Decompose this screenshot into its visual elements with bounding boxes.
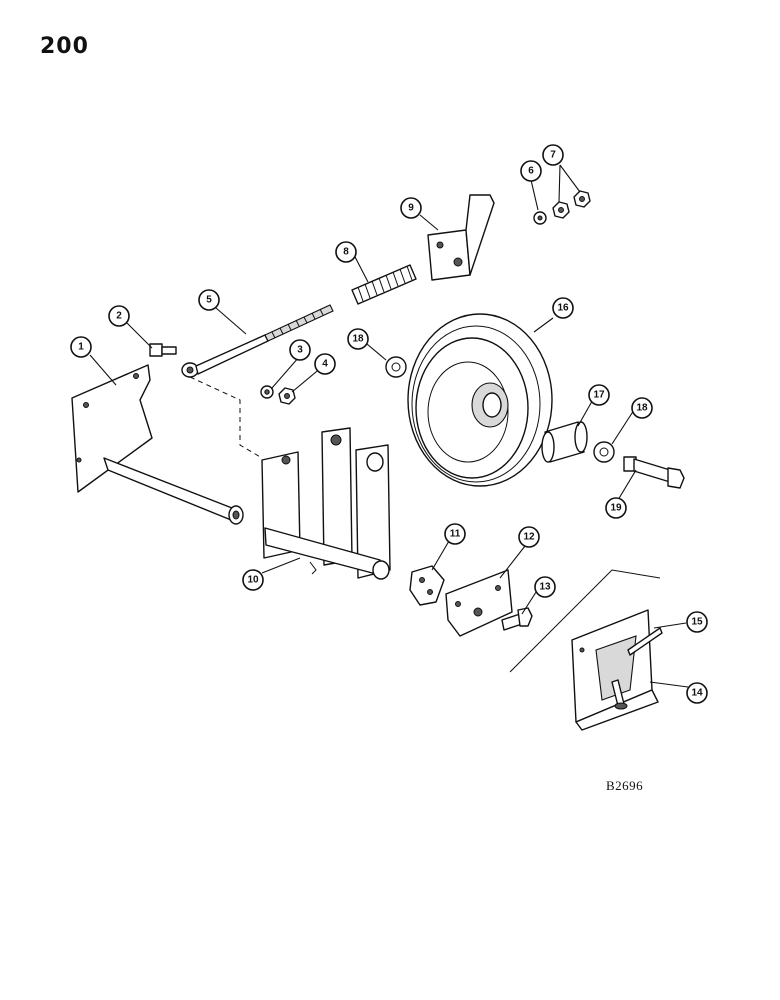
callout-18-lower: 18 <box>631 397 653 419</box>
callout-16: 16 <box>552 297 574 319</box>
svg-text:8: 8 <box>343 247 349 258</box>
callout-3: 3 <box>289 339 311 361</box>
svg-text:15: 15 <box>691 617 703 628</box>
callout-2: 2 <box>108 305 130 327</box>
part-17-bushing <box>541 421 588 463</box>
part-18-washer-lower <box>593 441 615 463</box>
callout-17: 17 <box>588 384 610 406</box>
svg-text:13: 13 <box>539 582 551 593</box>
callout-19: 19 <box>605 497 627 519</box>
svg-text:16: 16 <box>557 303 569 314</box>
part-6-washer <box>533 211 547 225</box>
part-19-axle-bolt <box>623 456 685 489</box>
part-11-small-plate <box>409 565 445 606</box>
svg-text:9: 9 <box>408 203 414 214</box>
svg-text:3: 3 <box>297 345 303 356</box>
part-7-nuts <box>552 190 591 219</box>
svg-text:2: 2 <box>116 311 122 322</box>
part-14-bolt <box>611 679 628 710</box>
part-5-threaded-rod <box>181 304 334 459</box>
svg-text:5: 5 <box>206 295 212 306</box>
part-4-nut <box>278 387 296 405</box>
leader-lines <box>89 164 689 688</box>
part-18-washer-upper <box>385 356 407 378</box>
svg-text:10: 10 <box>247 575 259 586</box>
callout-13: 13 <box>534 576 556 598</box>
page-number: 200 <box>40 34 89 59</box>
part-9-bracket <box>427 194 495 281</box>
callout-11: 11 <box>444 523 466 545</box>
callout-18-upper: 18 <box>347 328 369 350</box>
part-15-mounting-panel <box>571 609 663 731</box>
figure-code: B2696 <box>606 778 644 793</box>
part-2-shoulder-bolt <box>149 343 177 357</box>
callout-5: 5 <box>198 289 220 311</box>
svg-text:4: 4 <box>322 359 328 370</box>
callout-6: 6 <box>520 160 542 182</box>
part-3-washer <box>260 385 274 399</box>
svg-text:14: 14 <box>691 688 703 699</box>
part-1-mounting-plate <box>71 364 244 525</box>
svg-text:17: 17 <box>593 390 605 401</box>
part-16-pulley <box>407 313 553 487</box>
frame-edge-line <box>509 569 661 673</box>
callout-1: 1 <box>70 336 92 358</box>
svg-text:12: 12 <box>523 532 535 543</box>
svg-text:11: 11 <box>450 529 461 540</box>
svg-text:19: 19 <box>610 503 622 514</box>
callout-12: 12 <box>518 526 540 548</box>
svg-text:1: 1 <box>78 342 84 353</box>
callout-14: 14 <box>686 682 708 704</box>
svg-text:7: 7 <box>550 150 556 161</box>
callout-10: 10 <box>242 569 264 591</box>
part-10-idler-arm <box>261 427 391 580</box>
callout-4: 4 <box>314 353 336 375</box>
callout-15: 15 <box>686 611 708 633</box>
part-8-spring <box>351 264 417 305</box>
svg-text:18: 18 <box>636 403 648 414</box>
callout-7: 7 <box>542 144 564 166</box>
part-13-cap-screw <box>501 607 533 631</box>
callout-8: 8 <box>335 241 357 263</box>
svg-text:6: 6 <box>528 166 534 177</box>
svg-text:18: 18 <box>352 334 364 345</box>
callout-9: 9 <box>400 197 422 219</box>
part-12-plate <box>445 569 513 637</box>
